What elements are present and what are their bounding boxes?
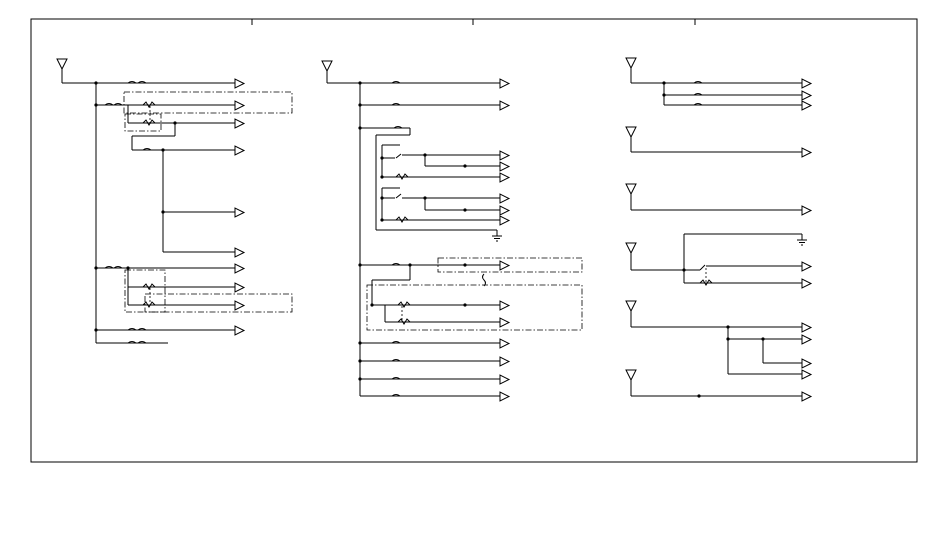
output-arrow-symbol — [234, 78, 246, 89]
right-circuit-section — [625, 57, 813, 402]
left-circuit-section — [56, 58, 293, 344]
source-terminal-symbol — [56, 58, 96, 84]
drawing-frame — [30, 18, 918, 463]
middle-circuit-section — [321, 60, 583, 402]
source-terminal-symbol — [321, 60, 333, 83]
